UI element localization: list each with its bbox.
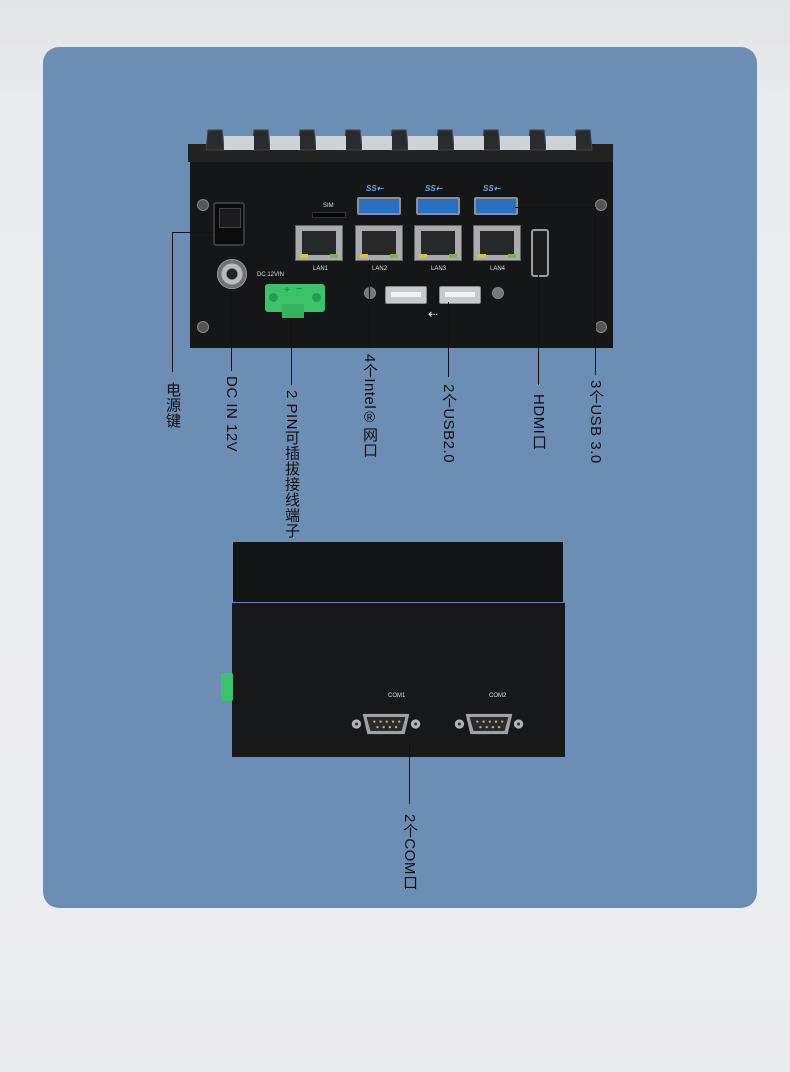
dc-silkscreen: DC 12VIN (257, 272, 285, 278)
lan3-silkscreen: LAN3 (431, 266, 447, 272)
callout-com: 2个COM口 (401, 814, 418, 891)
leader-line-com (409, 742, 410, 804)
lan-port-1[interactable] (295, 225, 343, 261)
leader-line-usb2 (448, 302, 449, 377)
leader-line-dc (231, 289, 232, 371)
lan2-silkscreen: LAN2 (372, 266, 388, 272)
leader-line-usb3 (515, 207, 595, 208)
leader-line-power (172, 232, 173, 372)
screw-icon (364, 287, 376, 299)
lan4-silkscreen: LAN4 (490, 266, 506, 272)
lan-port-4[interactable] (473, 225, 521, 261)
terminal-screw (312, 293, 321, 302)
lan-port-2[interactable] (355, 225, 403, 261)
com1-silkscreen: COM1 (388, 693, 406, 699)
callout-dc-in: DC IN 12V (223, 376, 240, 453)
usb3-port[interactable] (474, 197, 518, 215)
usb3-port[interactable] (416, 197, 460, 215)
com2-silkscreen: COM2 (489, 693, 507, 699)
hdmi-port[interactable] (531, 229, 549, 277)
callout-lan: 4个Intel®网口 (361, 354, 378, 458)
callout-usb3: 3个USB 3.0 (587, 380, 604, 464)
usb3-port[interactable] (357, 197, 401, 215)
callout-power-key: 电源键 (164, 382, 181, 429)
dc-jack[interactable] (217, 259, 247, 289)
screw-icon (197, 321, 209, 333)
usb3-logo-icon: SS⇠ (483, 184, 501, 193)
screw-icon (595, 199, 607, 211)
usb3-logo-icon: SS⇠ (366, 184, 384, 193)
lan-port-3[interactable] (414, 225, 462, 261)
lan1-silkscreen: LAN1 (313, 266, 329, 272)
sim-slot[interactable] (312, 212, 346, 218)
leader-line-hdmi (538, 273, 539, 385)
terminal-plug (282, 304, 304, 318)
leader-line-lan (369, 260, 370, 348)
leader-line-terminal (291, 318, 292, 385)
terminal-plus-icon: + (284, 285, 290, 296)
screw-icon (492, 287, 504, 299)
leader-line-power (172, 232, 213, 233)
rear-terminal-block (221, 673, 233, 701)
callout-hdmi: HDMI口 (530, 394, 547, 450)
heatsink-fins (188, 129, 613, 162)
com1-port[interactable] (351, 710, 421, 738)
terminal-minus-icon: − (296, 284, 302, 295)
screw-icon (595, 321, 607, 333)
terminal-screw (269, 293, 278, 302)
usb-icon: ⇠ (428, 307, 439, 321)
screw-icon (197, 199, 209, 211)
callout-pin-terminal: 2 PIN可插拔接线端子 (283, 390, 300, 539)
power-switch-rocker (219, 208, 241, 228)
power-button[interactable] (213, 202, 245, 246)
callout-usb2: 2个USB2.0 (440, 384, 457, 464)
usb2-port[interactable] (439, 286, 481, 304)
usb2-port[interactable] (385, 286, 427, 304)
com2-port[interactable] (454, 710, 524, 738)
rear-panel-top (233, 542, 563, 602)
leader-line-usb3 (595, 207, 596, 375)
usb3-logo-icon: SS⇠ (425, 184, 443, 193)
sim-silkscreen: SIM (323, 203, 334, 209)
